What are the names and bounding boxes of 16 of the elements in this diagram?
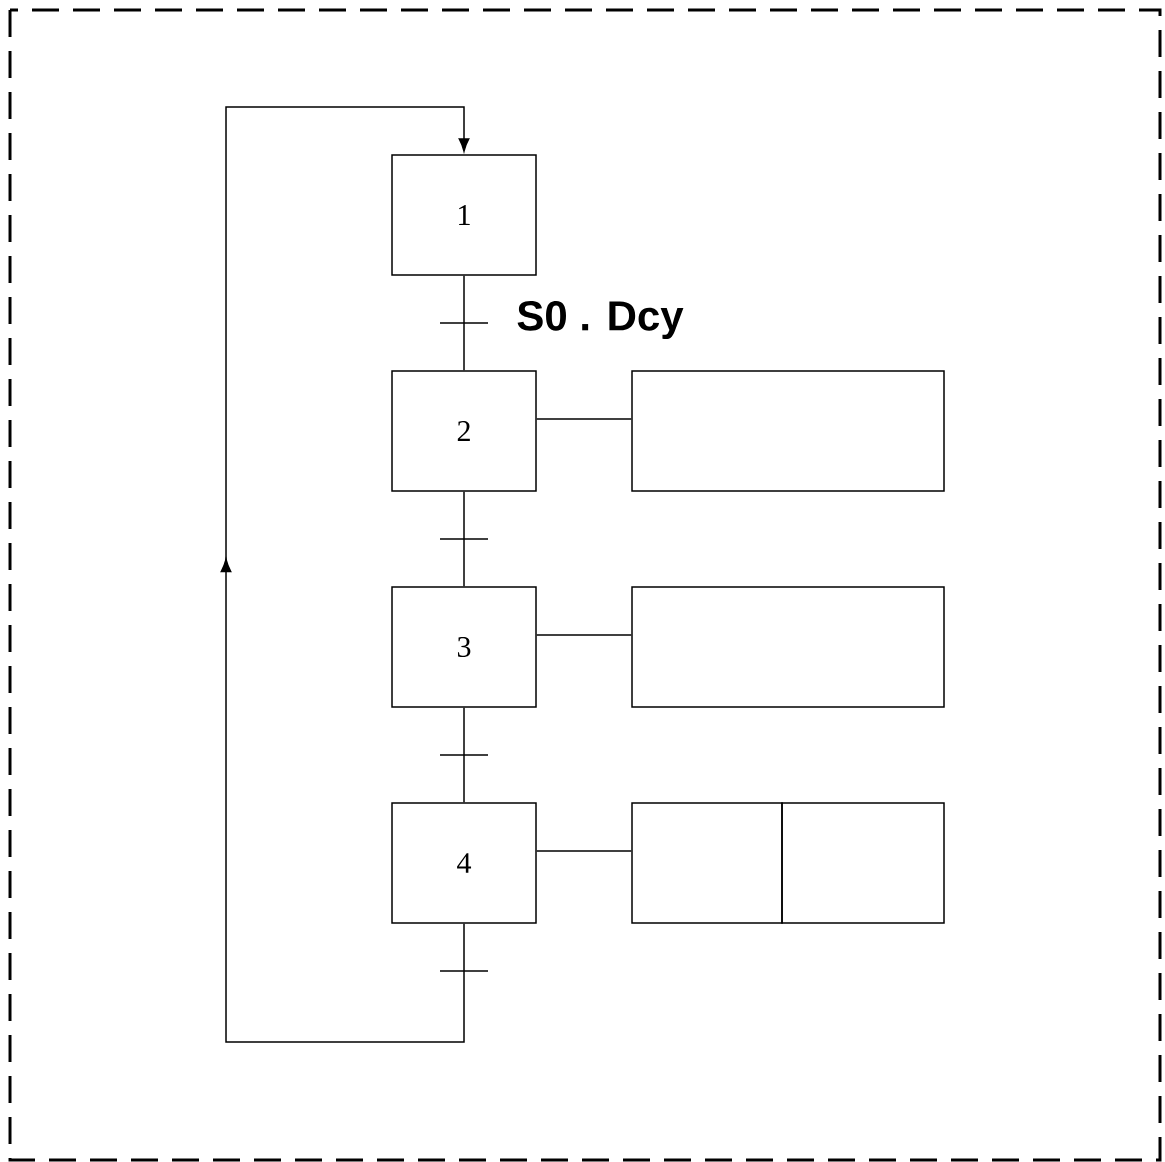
action-box xyxy=(631,370,945,492)
return-arrow xyxy=(220,106,470,1043)
action-box xyxy=(631,586,945,708)
connector-line xyxy=(536,850,632,852)
action-box xyxy=(631,802,783,924)
action-box xyxy=(781,802,945,924)
connector-line xyxy=(463,491,465,587)
transition-condition: S0 . Dcy xyxy=(515,300,685,340)
step-box: 3 xyxy=(391,586,537,708)
step-box: 2 xyxy=(391,370,537,492)
connector-line xyxy=(463,707,465,803)
connector-line xyxy=(536,634,632,636)
step-box: 4 xyxy=(391,802,537,924)
connector-line xyxy=(463,275,465,371)
connector-line xyxy=(536,418,632,420)
step-box: 1 xyxy=(391,154,537,276)
